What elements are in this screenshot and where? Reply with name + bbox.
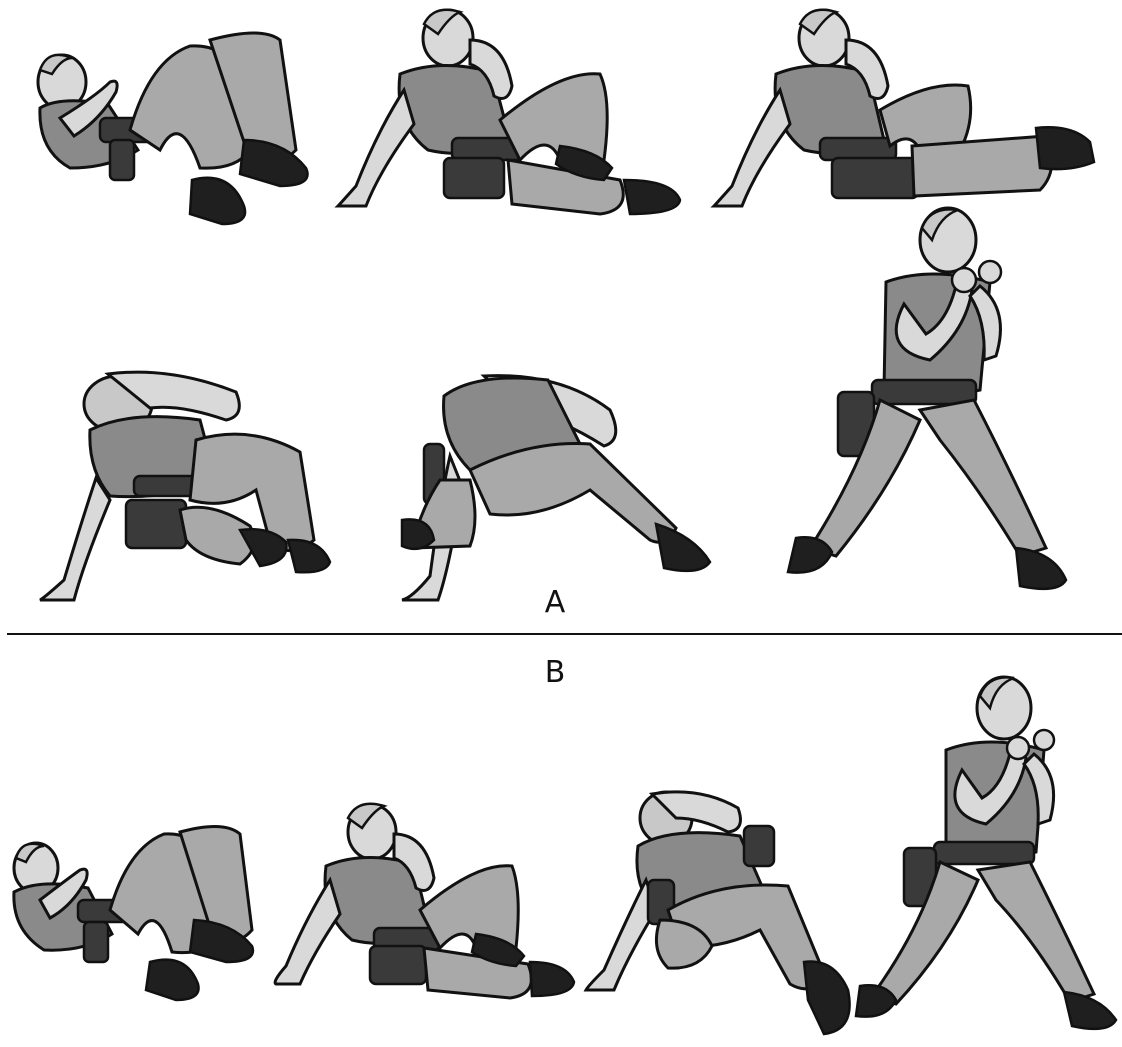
figure-a6-fighting-stance <box>788 208 1066 589</box>
figure-b3-kneeling-rise <box>586 792 850 1034</box>
figure-a3-seated-leg-extended <box>714 10 1094 206</box>
panel-divider <box>7 633 1122 635</box>
panel-label-a: A <box>535 588 575 618</box>
figure-a2-seated-posting-hand <box>338 10 680 214</box>
figure-b4-fighting-stance <box>856 677 1116 1029</box>
panel-label-b: B <box>535 658 575 688</box>
figure-a4-kneeling-tripod <box>40 372 330 600</box>
figure-a1-lying-guard <box>38 33 308 224</box>
figure-a5-rising-lunge <box>402 376 710 600</box>
figure-b2-seated-posting-hand <box>275 804 574 998</box>
figure-b1-lying-guard <box>14 826 253 1000</box>
